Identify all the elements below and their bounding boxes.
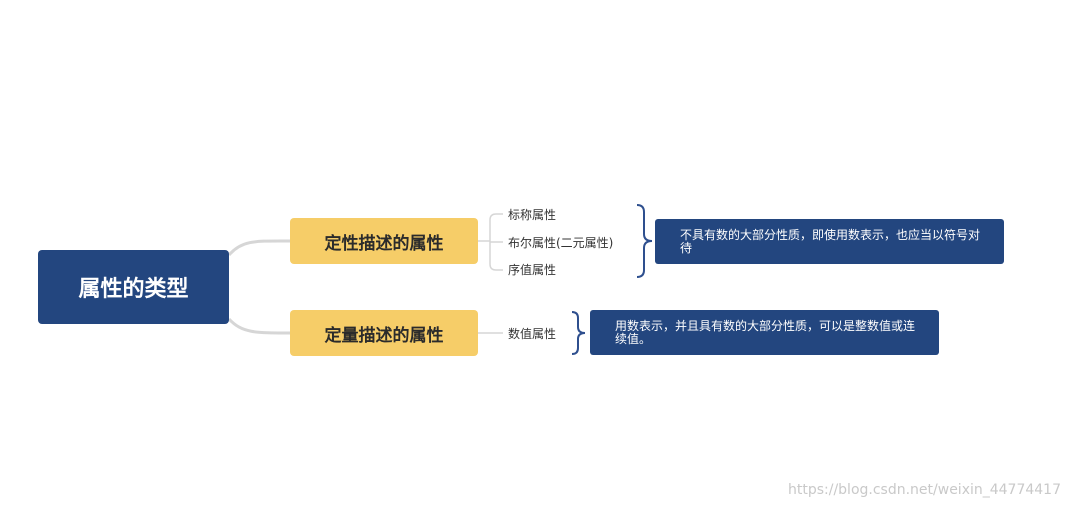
connector-root-branch-2 — [227, 317, 291, 335]
subtopic-binary[interactable]: 布尔属性(二元属性) — [508, 236, 614, 250]
summary-brace-2 — [571, 311, 586, 355]
root-topic[interactable]: 属性的类型 — [38, 250, 229, 324]
branch-topic-label: 定性描述的属性 — [324, 233, 444, 254]
subtopic-ordinal[interactable]: 序值属性 — [508, 263, 557, 277]
summary-brace-1 — [636, 204, 653, 278]
branch-topic-qualitative[interactable]: 定性描述的属性 — [290, 218, 478, 264]
summary-text: 不具有数的大部分性质，即使用数表示，也应当以符号对待 — [680, 228, 981, 255]
summary-text: 用数表示，并且具有数的大部分性质，可以是整数值或连续值。 — [615, 319, 916, 346]
branch-topic-label: 定量描述的属性 — [324, 325, 444, 346]
connector-branch-1-leaves — [478, 213, 503, 271]
root-topic-label: 属性的类型 — [78, 277, 189, 302]
branch-topic-quantitative[interactable]: 定量描述的属性 — [290, 310, 478, 356]
subtopic-nominal[interactable]: 标称属性 — [508, 208, 557, 222]
summary-qualitative[interactable]: 不具有数的大部分性质，即使用数表示，也应当以符号对待 — [655, 219, 1004, 264]
watermark: https://blog.csdn.net/weixin_44774417 — [787, 482, 1061, 498]
summary-quantitative[interactable]: 用数表示，并且具有数的大部分性质，可以是整数值或连续值。 — [590, 310, 939, 355]
subtopic-numeric[interactable]: 数值属性 — [508, 327, 557, 341]
connector-root-branch-1 — [227, 239, 291, 257]
